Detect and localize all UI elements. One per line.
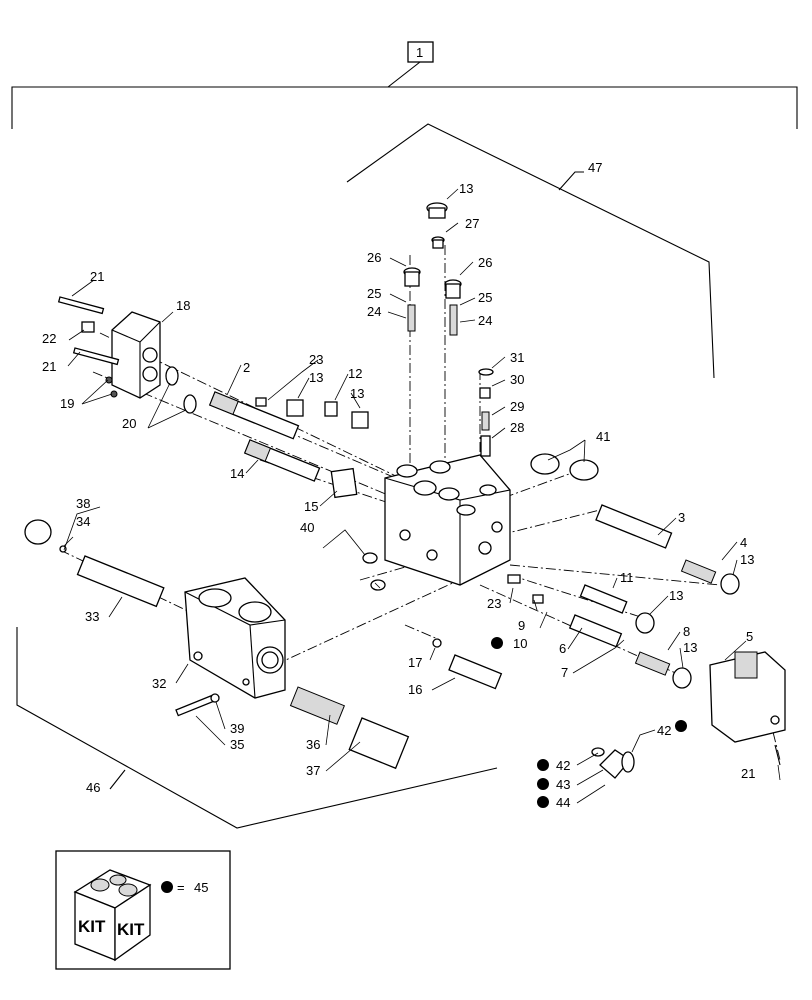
callout-39[interactable]: 39 xyxy=(230,721,244,736)
callout-26a[interactable]: 26 xyxy=(367,250,381,265)
callout-13e[interactable]: 13 xyxy=(669,588,683,603)
callout-10[interactable]: 10 xyxy=(513,636,527,651)
callout-23a[interactable]: 23 xyxy=(309,352,323,367)
callout-17[interactable]: 17 xyxy=(408,655,422,670)
callout-37[interactable]: 37 xyxy=(306,763,320,778)
callout-32[interactable]: 32 xyxy=(152,676,166,691)
callout-19[interactable]: 19 xyxy=(60,396,74,411)
valve-body xyxy=(384,454,511,586)
callout-21a[interactable]: 21 xyxy=(90,269,104,284)
callout-25a[interactable]: 25 xyxy=(367,286,381,301)
subassembly-bracket-46 xyxy=(16,627,498,829)
callout-9[interactable]: 9 xyxy=(518,618,525,633)
callout-27[interactable]: 27 xyxy=(465,216,479,231)
callout-45[interactable]: 45 xyxy=(194,880,208,895)
subassembly-bracket-47 xyxy=(346,123,715,379)
callout-35[interactable]: 35 xyxy=(230,737,244,752)
callout-13c[interactable]: 13 xyxy=(350,386,364,401)
callout-16[interactable]: 16 xyxy=(408,682,422,697)
callout-1[interactable]: 1 xyxy=(416,45,423,60)
callout-13d[interactable]: 13 xyxy=(740,552,754,567)
callout-46[interactable]: 46 xyxy=(86,780,100,795)
callout-26b[interactable]: 26 xyxy=(478,255,492,270)
callout-42b[interactable]: 42 xyxy=(556,758,570,773)
callout-21b[interactable]: 21 xyxy=(42,359,56,374)
callout-34[interactable]: 34 xyxy=(76,514,90,529)
callout-14[interactable]: 14 xyxy=(230,466,244,481)
small-parts xyxy=(24,202,786,779)
callout-15[interactable]: 15 xyxy=(304,499,318,514)
kit-label-right: KIT xyxy=(117,920,145,939)
callout-18[interactable]: 18 xyxy=(176,298,190,313)
spool-2 xyxy=(208,391,300,440)
callout-40[interactable]: 40 xyxy=(300,520,314,535)
callout-43[interactable]: 43 xyxy=(556,777,570,792)
section-body-32 xyxy=(184,577,286,699)
callout-38[interactable]: 38 xyxy=(76,496,90,511)
callout-13f[interactable]: 13 xyxy=(683,640,697,655)
callout-24a[interactable]: 24 xyxy=(367,304,381,319)
callout-21c[interactable]: 21 xyxy=(741,766,755,781)
kit-dot-icon xyxy=(161,881,173,893)
callout-47[interactable]: 47 xyxy=(588,160,602,175)
callout-23b[interactable]: 23 xyxy=(487,596,501,611)
callout-20[interactable]: 20 xyxy=(122,416,136,431)
spool-14 xyxy=(243,439,321,482)
callout-7[interactable]: 7 xyxy=(561,665,568,680)
callout-13b[interactable]: 13 xyxy=(309,370,323,385)
assembly-bracket xyxy=(11,41,798,129)
kit-box-icon xyxy=(73,869,152,962)
callout-8[interactable]: 8 xyxy=(683,624,690,639)
kit-equals: = xyxy=(177,880,185,895)
callout-25b[interactable]: 25 xyxy=(478,290,492,305)
callout-29[interactable]: 29 xyxy=(510,399,524,414)
callout-33[interactable]: 33 xyxy=(85,609,99,624)
leader-lines xyxy=(63,188,781,804)
callout-6[interactable]: 6 xyxy=(559,641,566,656)
callout-22[interactable]: 22 xyxy=(42,331,56,346)
kit-label-left: KIT xyxy=(78,917,106,936)
callout-13a[interactable]: 13 xyxy=(459,181,473,196)
callout-11[interactable]: 11 xyxy=(620,570,634,585)
callout-3[interactable]: 3 xyxy=(678,510,685,525)
kit-markers xyxy=(491,637,687,808)
callout-5[interactable]: 5 xyxy=(746,629,753,644)
callout-2[interactable]: 2 xyxy=(243,360,250,375)
callout-36[interactable]: 36 xyxy=(306,737,320,752)
handle-block-18 xyxy=(111,311,161,399)
callout-42a[interactable]: 42 xyxy=(657,723,671,738)
callout-28[interactable]: 28 xyxy=(510,420,524,435)
kit-legend: KIT KIT = 45 xyxy=(55,850,231,970)
callout-44[interactable]: 44 xyxy=(556,795,570,810)
callout-24b[interactable]: 24 xyxy=(478,313,492,328)
callout-12[interactable]: 12 xyxy=(348,366,362,381)
callout-41[interactable]: 41 xyxy=(596,429,610,444)
callout-4[interactable]: 4 xyxy=(740,535,747,550)
callout-30[interactable]: 30 xyxy=(510,372,524,387)
callout-31[interactable]: 31 xyxy=(510,350,524,365)
